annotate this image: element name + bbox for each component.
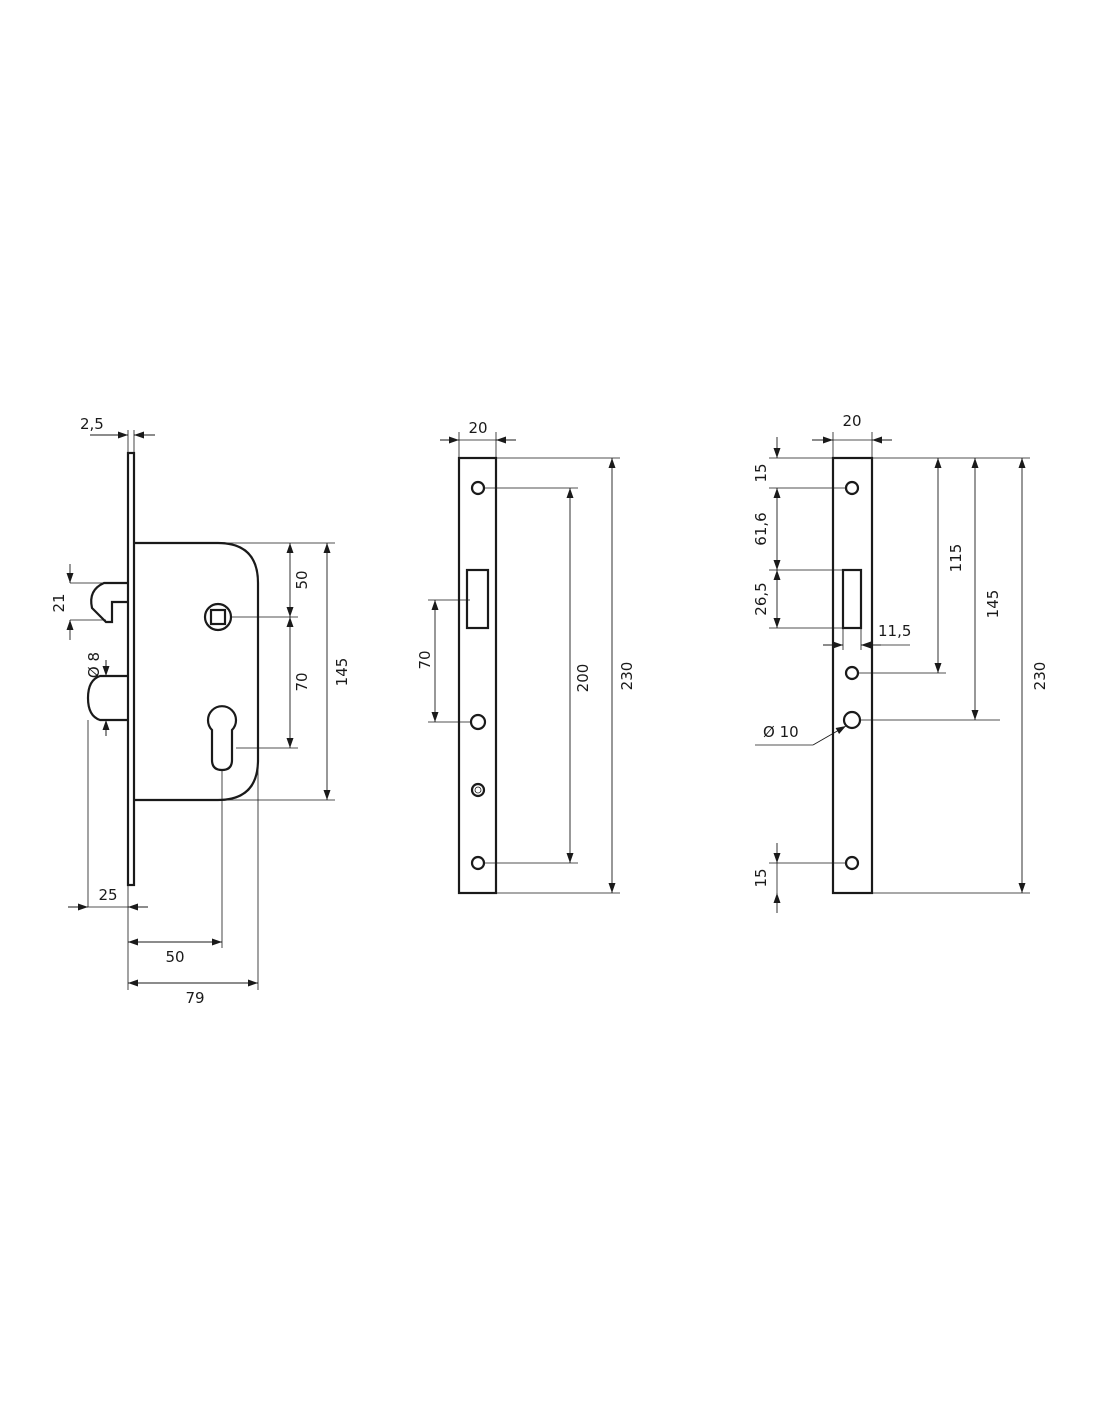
dim-slot-width: 11,5 bbox=[878, 622, 911, 640]
dim-strike-length: 230 bbox=[1031, 662, 1049, 691]
dim-strike-width: 20 bbox=[842, 412, 861, 430]
strike-slot bbox=[841, 568, 863, 630]
dim-top-to-spindle: 50 bbox=[293, 570, 311, 589]
dim-bolt-diameter: Ø 8 bbox=[85, 652, 103, 678]
screw-hole bbox=[844, 855, 860, 871]
lock-case bbox=[134, 541, 260, 802]
side-view: 2,5 50 70 145 21 Ø 8 25 50 79 bbox=[50, 415, 351, 1007]
faceplate-front bbox=[457, 456, 498, 895]
dim-bottom-hole: 15 bbox=[752, 868, 770, 887]
strike-plate bbox=[831, 456, 874, 895]
dim-to-small-hole: 115 bbox=[947, 544, 965, 573]
dim-hole-spacing: 200 bbox=[574, 664, 592, 693]
screw-hole bbox=[469, 713, 487, 731]
dim-width: 20 bbox=[468, 419, 487, 437]
dim-latch-height: 21 bbox=[50, 593, 68, 612]
dim-latch-to-hole: 70 bbox=[416, 650, 434, 669]
dim-spindle-to-cylinder: 70 bbox=[293, 672, 311, 691]
bolt-hole bbox=[470, 782, 486, 798]
latch-hook bbox=[90, 581, 128, 624]
front-view: 20 200 230 70 bbox=[416, 419, 636, 895]
dim-length: 230 bbox=[618, 662, 636, 691]
screw-hole bbox=[470, 480, 486, 496]
dim-hole-to-slot: 61,6 bbox=[752, 512, 770, 545]
cylinder-keyhole bbox=[206, 705, 238, 772]
faceplate-side bbox=[126, 451, 136, 887]
spindle-square bbox=[209, 608, 227, 626]
dim-case-depth: 79 bbox=[185, 989, 204, 1007]
large-hole bbox=[842, 710, 862, 730]
screw-hole bbox=[844, 480, 860, 496]
latch-opening bbox=[465, 568, 490, 630]
screw-hole bbox=[470, 855, 486, 871]
dim-slot-height: 26,5 bbox=[752, 582, 770, 615]
dim-to-large-hole: 145 bbox=[984, 590, 1002, 619]
strike-view: 20 15 61,6 26,5 11,5 115 145 230 Ø 10 15 bbox=[752, 412, 1049, 913]
dim-large-hole-diameter: Ø 10 bbox=[763, 723, 799, 741]
dim-faceplate-thickness: 2,5 bbox=[80, 415, 104, 433]
screw-hole bbox=[844, 665, 860, 681]
bolt-pin bbox=[86, 674, 128, 722]
spindle-hub bbox=[203, 602, 233, 632]
dim-bolt-offset: 25 bbox=[98, 886, 117, 904]
dim-top-hole: 15 bbox=[752, 463, 770, 482]
dim-case-height: 145 bbox=[333, 658, 351, 687]
dim-backset: 50 bbox=[165, 948, 184, 966]
